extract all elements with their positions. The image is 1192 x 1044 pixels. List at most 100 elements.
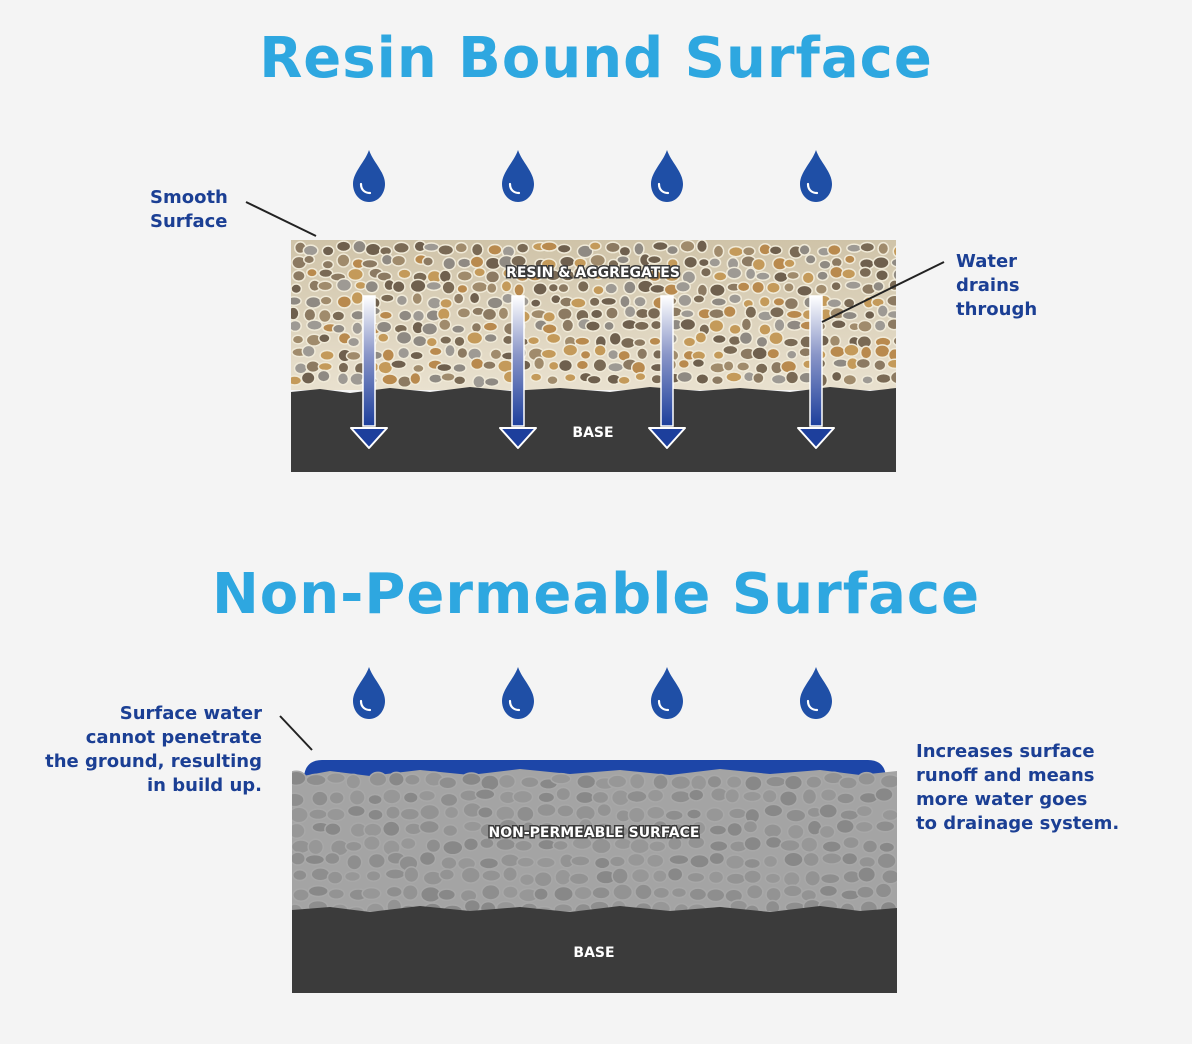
aggregate-stone (783, 258, 796, 269)
aggregate-stone (592, 358, 608, 373)
concrete-stone (328, 790, 345, 805)
concrete-stone (499, 853, 521, 868)
aggregate-stone (466, 331, 484, 346)
concrete-stone (479, 837, 495, 850)
concrete-stone (516, 805, 535, 823)
concrete-stone (764, 872, 782, 885)
nonpermeable-layer-label: NON-PERMEABLE SURFACE (489, 825, 700, 841)
aggregate-stone (727, 293, 743, 305)
concrete-stone (819, 788, 838, 803)
aggregate-stone (841, 310, 858, 321)
aggregate-stone (770, 373, 787, 385)
nonpermeable-base-label: BASE (573, 945, 614, 961)
aggregate-stone (604, 282, 619, 295)
aggregate-stone (636, 347, 649, 361)
concrete-stone (367, 793, 383, 806)
aggregate-stone (452, 362, 467, 374)
concrete-stone (518, 873, 536, 887)
aggregate-stone (889, 370, 896, 385)
aggregate-stone (872, 256, 890, 270)
aggregate-stone (785, 349, 798, 360)
aggregate-stone (395, 330, 413, 345)
concrete-stone (838, 776, 858, 790)
resin-base-label: BASE (572, 425, 613, 441)
concrete-stone (577, 817, 594, 836)
concrete-stone (292, 792, 305, 808)
aggregate-stone (473, 267, 487, 278)
aggregate-stone (436, 362, 453, 373)
concrete-stone (311, 790, 329, 807)
concrete-stone (670, 886, 688, 899)
concrete-stone (652, 819, 669, 835)
concrete-stone (652, 886, 671, 900)
concrete-stone (611, 867, 629, 885)
concrete-stone (857, 866, 877, 883)
concrete-stone (418, 819, 440, 835)
aggregate-stone (337, 361, 350, 374)
concrete-stone (324, 822, 342, 837)
resin-layer-label: RESIN & AGGREGATES (506, 265, 680, 281)
aggregate-stone (483, 332, 498, 344)
aggregate-stone (452, 375, 467, 386)
aggregate-stone (390, 359, 408, 370)
aggregate-stone (633, 295, 647, 308)
aggregate-stone (300, 371, 316, 385)
aggregate-stone (677, 293, 693, 308)
aggregate-stones (291, 240, 896, 389)
concrete-stone (725, 872, 747, 886)
aggregate-stone (306, 267, 318, 278)
aggregate-stone (336, 371, 350, 386)
aggregate-stone (540, 348, 558, 360)
concrete-stone (326, 807, 346, 822)
concrete-stone (667, 836, 683, 852)
aggregate-stone (616, 254, 630, 265)
aggregate-stone (858, 266, 873, 279)
concrete-stone (779, 838, 801, 853)
aggregate-stone (829, 265, 844, 279)
aggregate-stone (783, 296, 800, 311)
concrete-stone (401, 883, 419, 901)
aggregate-stone (773, 270, 789, 284)
aggregate-stone (579, 349, 592, 360)
aggregate-stone (576, 279, 590, 294)
concrete-stone (497, 818, 519, 836)
concrete-stone (462, 820, 483, 833)
concrete-stone (707, 870, 725, 885)
aggregate-stone (482, 360, 497, 371)
concrete-stone (742, 790, 763, 803)
concrete-stone (576, 774, 597, 790)
aggregate-stone (646, 254, 663, 265)
aggregate-stone (428, 373, 444, 384)
aggregate-stone (526, 270, 544, 282)
concrete-stone (708, 839, 729, 853)
aggregate-stone (437, 243, 455, 257)
concrete-stone (670, 789, 692, 804)
concrete-stone (591, 886, 611, 900)
aggregate-stone (291, 306, 300, 321)
concrete-stone (556, 804, 575, 818)
concrete-stone (419, 803, 441, 821)
aggregate-stone (886, 309, 896, 320)
aggregate-stone (557, 282, 570, 294)
concrete-stone (650, 900, 672, 911)
concrete-stone (608, 855, 626, 868)
down-arrow-icon (648, 295, 686, 449)
concrete-stone (742, 819, 759, 834)
concrete-stone (385, 805, 401, 820)
concrete-stone (801, 788, 818, 806)
aggregate-stone (375, 320, 393, 334)
concrete-stone (724, 854, 746, 871)
surface-water-label: Surface water cannot penetrate the groun… (45, 703, 262, 796)
concrete-stone (836, 792, 856, 805)
aggregate-stone (397, 346, 411, 360)
aggregate-stone (347, 267, 365, 282)
concrete-stone (520, 821, 537, 839)
concrete-stone (367, 852, 386, 869)
aggregate-stone (589, 308, 604, 320)
aggregate-stone (886, 317, 896, 331)
concrete-stone (552, 824, 572, 838)
concrete-stone (573, 902, 593, 911)
aggregate-stone (768, 305, 785, 319)
aggregate-stone (755, 271, 771, 282)
aggregate-stone (510, 254, 528, 268)
